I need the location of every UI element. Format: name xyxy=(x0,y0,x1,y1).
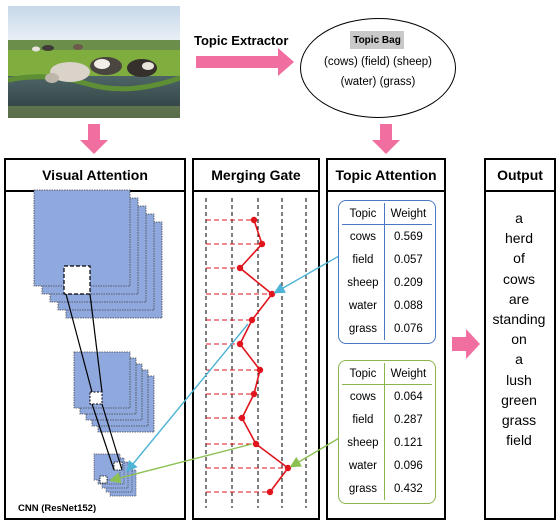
merging-gate-title: Merging Gate xyxy=(194,160,318,192)
topic-weight-table-blue: Topic Weight cows 0.569 field 0.057 sheep 0… xyxy=(338,200,436,344)
table-header-topic: Topic xyxy=(342,203,385,225)
table-cell-topic: cows xyxy=(342,225,385,248)
topic-table-2: Topic Weight cows 0.064 field 0.287 sheep 0… xyxy=(342,363,432,500)
topic-table-1: Topic Weight cows 0.569 field 0.057 sheep 0… xyxy=(342,203,432,340)
output-panel: Output xyxy=(484,158,556,520)
output-word: green xyxy=(501,391,537,408)
output-word: herd xyxy=(504,230,534,247)
table-cell-weight: 0.096 xyxy=(394,459,423,472)
visual-attention-title: Visual Attention xyxy=(6,160,184,192)
table-cell-weight: 0.569 xyxy=(394,230,423,243)
table-cell-topic: grass xyxy=(342,477,385,500)
topic-bag-line-2: (water) (grass) xyxy=(340,76,416,88)
table-cell-weight: 0.121 xyxy=(394,436,423,449)
output-word: standing xyxy=(492,311,546,328)
topic-extractor-label: Topic Extractor xyxy=(194,33,289,48)
topic-weight-table-green: Topic Weight cows 0.064 field 0.287 sheep 0… xyxy=(338,360,436,504)
table-cell-topic: cows xyxy=(342,385,385,408)
table-cell-topic: field xyxy=(342,408,385,431)
output-title: Output xyxy=(486,160,554,192)
table-cell-weight: 0.076 xyxy=(394,322,423,335)
output-word: lush xyxy=(506,371,532,388)
topic-bag-line-1: (cows) (field) (sheep) xyxy=(324,56,432,68)
output-word: on xyxy=(511,331,527,348)
table-cell-topic: sheep xyxy=(342,271,385,294)
down-arrow-icon xyxy=(80,124,108,154)
table-cell-weight: 0.064 xyxy=(394,390,423,403)
topic-attention-title: Topic Attention xyxy=(328,160,444,192)
table-cell-topic: water xyxy=(342,294,385,317)
output-word: of xyxy=(513,250,525,267)
output-word: a xyxy=(515,210,523,226)
output-word: are xyxy=(508,290,530,307)
cnn-label: CNN (ResNet152) xyxy=(18,503,97,514)
table-cell-weight: 0.432 xyxy=(394,482,423,495)
down-arrow-icon xyxy=(372,124,400,154)
table-cell-topic: grass xyxy=(342,317,385,340)
table-cell-weight: 0.057 xyxy=(394,253,423,266)
topic-bag-title: Topic Bag xyxy=(350,31,404,49)
visual-attention-panel: Visual Attention xyxy=(4,158,186,520)
table-cell-topic: water xyxy=(342,454,385,477)
merging-gate-panel: Merging Gate xyxy=(192,158,320,520)
right-arrow-icon xyxy=(452,329,480,359)
table-cell-topic: field xyxy=(342,248,385,271)
right-arrow-icon xyxy=(196,48,294,76)
table-header-weight: Weight xyxy=(384,363,432,385)
table-cell-weight: 0.287 xyxy=(394,413,423,426)
table-header-weight: Weight xyxy=(384,203,432,225)
output-caption: a herd of cows are standing on a lush gr… xyxy=(486,208,552,450)
cows-photo-illustration xyxy=(8,6,180,118)
output-word: grass xyxy=(501,412,537,429)
table-cell-weight: 0.088 xyxy=(394,299,423,312)
output-word: cows xyxy=(503,270,535,287)
output-word: a xyxy=(515,351,523,368)
output-word: field xyxy=(506,432,532,449)
table-cell-weight: 0.209 xyxy=(394,276,423,289)
input-photo xyxy=(8,6,180,118)
table-cell-topic: sheep xyxy=(342,431,385,454)
table-header-topic: Topic xyxy=(342,363,385,385)
